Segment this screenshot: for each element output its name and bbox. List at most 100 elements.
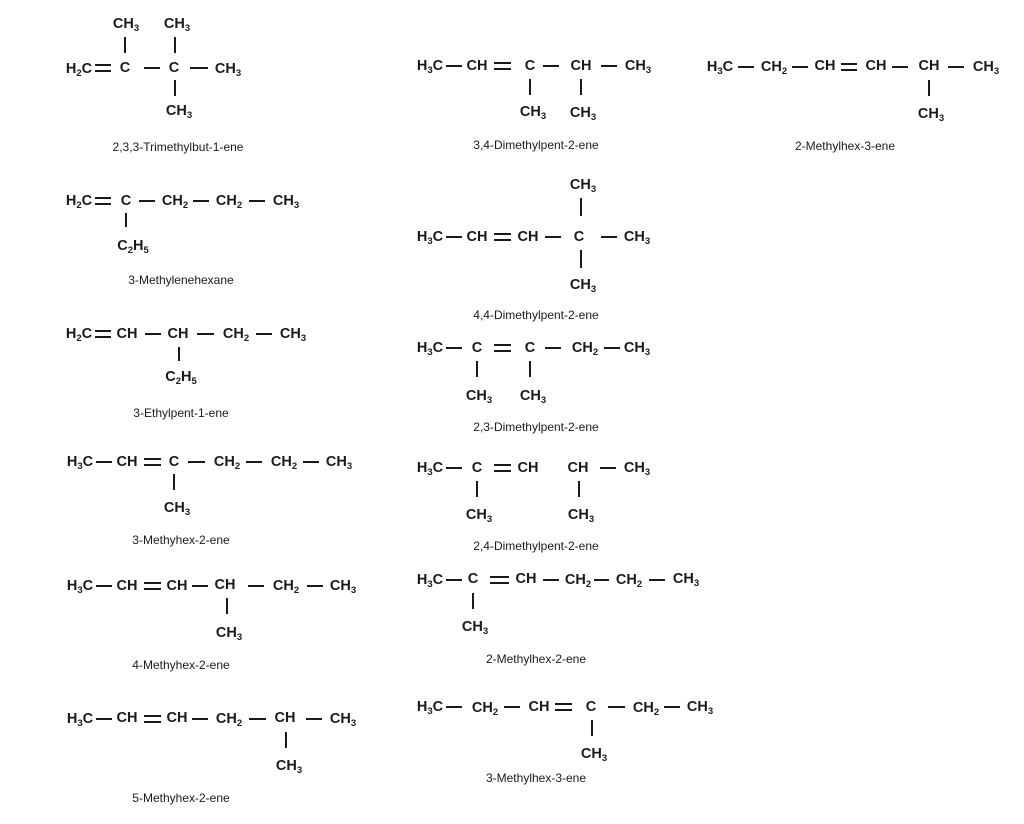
atom-label: CH bbox=[466, 57, 488, 74]
atom-label: CH2 bbox=[760, 58, 788, 77]
single-bond bbox=[476, 481, 479, 497]
atom-label: C bbox=[471, 459, 483, 476]
single-bond bbox=[446, 706, 462, 709]
single-bond bbox=[303, 461, 319, 464]
atom-label: CH3 bbox=[163, 499, 191, 518]
double-bond-line bbox=[95, 70, 111, 73]
single-bond bbox=[664, 706, 680, 709]
atom-label: CH3 bbox=[686, 698, 714, 717]
single-bond bbox=[145, 333, 161, 336]
atom-label: CH bbox=[214, 576, 236, 593]
atom-label: CH2 bbox=[161, 192, 189, 211]
atom-label: CH bbox=[515, 570, 537, 587]
single-bond bbox=[543, 65, 559, 68]
double-bond-line bbox=[494, 62, 511, 65]
atom-label: C bbox=[471, 339, 483, 356]
atom-label: CH2 bbox=[272, 577, 300, 596]
single-bond bbox=[307, 585, 323, 588]
double-bond-line bbox=[494, 464, 511, 467]
atom-label: CH bbox=[918, 57, 940, 74]
atom-label: CH bbox=[166, 709, 188, 726]
atom-label: CH2 bbox=[615, 571, 643, 590]
single-bond bbox=[608, 706, 625, 709]
atom-label: C2H5 bbox=[117, 237, 149, 256]
double-bond-line bbox=[144, 588, 161, 591]
single-bond bbox=[591, 720, 594, 736]
atom-label: CH3 bbox=[461, 618, 489, 637]
single-bond bbox=[125, 213, 128, 227]
atom-label: CH bbox=[167, 325, 189, 342]
molecule-name-caption: 2,3-Dimethylpent-2-ene bbox=[473, 420, 599, 434]
atom-label: C2H5 bbox=[165, 368, 197, 387]
single-bond bbox=[178, 347, 181, 361]
double-bond-line bbox=[555, 703, 572, 706]
atom-label: CH3 bbox=[112, 15, 140, 34]
single-bond bbox=[545, 347, 561, 350]
atom-label: CH3 bbox=[465, 387, 493, 406]
single-bond bbox=[476, 361, 479, 377]
double-bond-line bbox=[494, 344, 511, 347]
atom-label: CH3 bbox=[623, 228, 651, 247]
atom-label: H3C bbox=[416, 339, 444, 358]
single-bond bbox=[306, 718, 322, 721]
atom-label: H3C bbox=[706, 58, 734, 77]
single-bond bbox=[543, 579, 559, 582]
atom-label: H3C bbox=[66, 577, 94, 596]
atom-label: H3C bbox=[66, 710, 94, 729]
atom-label: C bbox=[120, 192, 132, 209]
atom-label: CH3 bbox=[214, 60, 242, 79]
single-bond bbox=[504, 706, 520, 709]
single-bond bbox=[190, 67, 208, 70]
double-bond-line bbox=[494, 470, 511, 473]
single-bond bbox=[601, 65, 617, 68]
atom-label: CH bbox=[528, 698, 550, 715]
molecule-name-caption: 2-Methylhex-2-ene bbox=[485, 652, 587, 666]
atom-label: CH3 bbox=[567, 506, 595, 525]
single-bond bbox=[604, 347, 620, 350]
single-bond bbox=[192, 585, 208, 588]
double-bond-line bbox=[144, 458, 161, 461]
atom-label: H3C bbox=[416, 571, 444, 590]
atom-label: CH3 bbox=[275, 757, 303, 776]
double-bond-line bbox=[95, 197, 111, 200]
single-bond bbox=[580, 198, 583, 216]
double-bond-line bbox=[841, 69, 857, 72]
atom-label: CH3 bbox=[325, 453, 353, 472]
single-bond bbox=[285, 732, 288, 748]
atom-label: CH2 bbox=[571, 339, 599, 358]
atom-label: H3C bbox=[66, 453, 94, 472]
single-bond bbox=[545, 236, 561, 239]
single-bond bbox=[600, 467, 616, 470]
atom-label: CH3 bbox=[272, 192, 300, 211]
atom-label: CH bbox=[814, 57, 836, 74]
atom-label: CH3 bbox=[329, 577, 357, 596]
double-bond-line bbox=[490, 582, 509, 585]
single-bond bbox=[249, 200, 265, 203]
single-bond bbox=[174, 80, 177, 96]
double-bond-line bbox=[144, 582, 161, 585]
atom-label: CH bbox=[466, 228, 488, 245]
atom-label: CH3 bbox=[215, 624, 243, 643]
atom-label: CH3 bbox=[672, 570, 700, 589]
double-bond-line bbox=[144, 715, 161, 718]
single-bond bbox=[139, 200, 155, 203]
single-bond bbox=[472, 593, 475, 609]
molecule-name-caption: 3-Methylenehexane bbox=[128, 273, 234, 287]
double-bond-line bbox=[95, 330, 111, 333]
single-bond bbox=[446, 236, 462, 239]
atom-label: C bbox=[168, 453, 180, 470]
double-bond-line bbox=[494, 239, 511, 242]
single-bond bbox=[249, 718, 266, 721]
atom-label: CH3 bbox=[623, 459, 651, 478]
atom-label: CH bbox=[567, 459, 589, 476]
single-bond bbox=[248, 585, 264, 588]
single-bond bbox=[256, 333, 272, 336]
atom-label: H2C bbox=[65, 192, 93, 211]
single-bond bbox=[601, 236, 617, 239]
